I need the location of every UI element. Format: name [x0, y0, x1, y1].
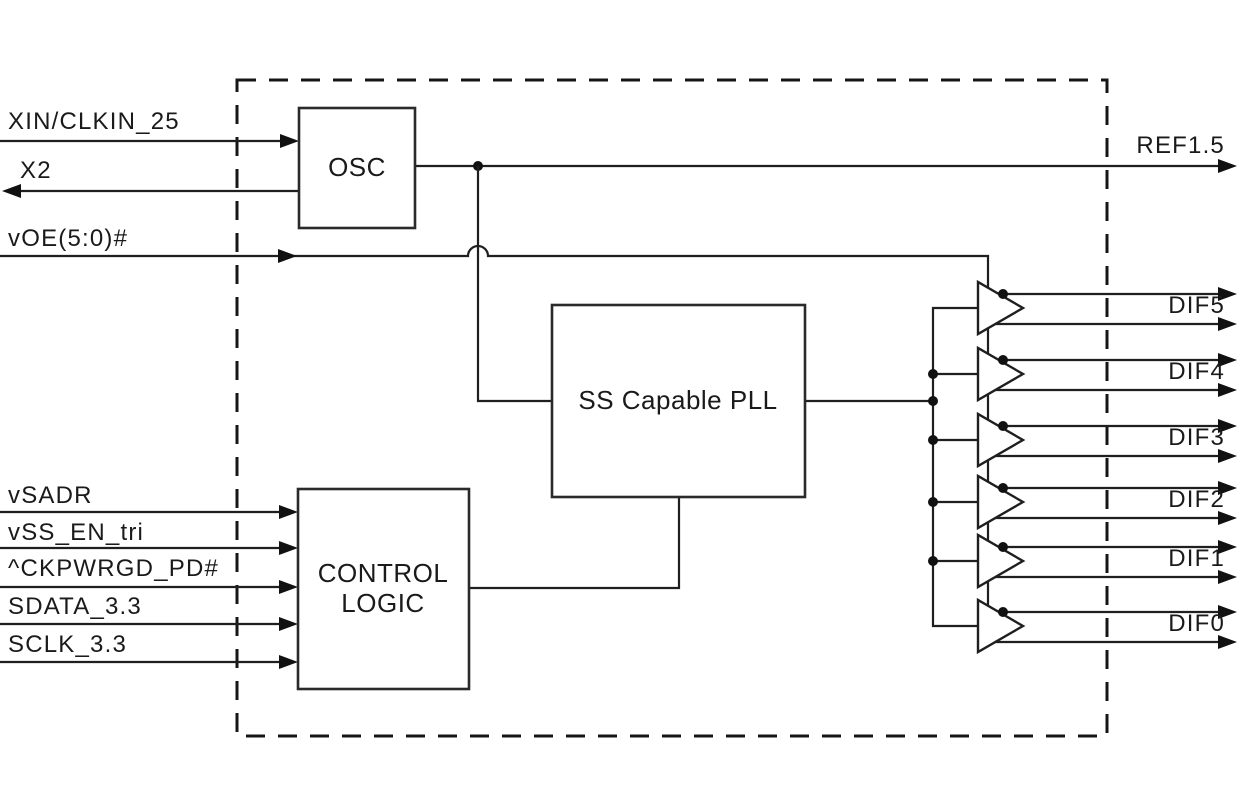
control-logic-block: CONTROL LOGIC [296, 487, 471, 691]
wire-sdata [0, 617, 298, 631]
pll-block-label: SS Capable PLL [578, 385, 777, 415]
wire-vss-en-tri [0, 541, 298, 555]
pin-label-xin: XIN/CLKIN_25 [8, 108, 180, 135]
arrowhead-icon [280, 134, 299, 148]
wire-voe-bus [0, 244, 990, 640]
dif-buffer: DIF5 [976, 279, 1237, 337]
wire-osc-to-ref [415, 159, 1237, 173]
osc-block: OSC [297, 106, 417, 230]
arrowhead-icon [1218, 287, 1237, 301]
junction-dot [928, 556, 938, 566]
pin-label-vsadr: vSADR [8, 482, 93, 509]
arrowhead-icon [279, 617, 298, 631]
pin-label-ckpwrgd: ^CKPWRGD_PD# [8, 555, 219, 582]
wire-clock-distribution-bus [928, 306, 978, 628]
arrowhead-icon [1218, 605, 1237, 619]
pin-label-x2: X2 [20, 157, 52, 184]
dif-buffer: DIF4 [976, 345, 1237, 403]
pin-label-dif0: DIF0 [1168, 610, 1225, 637]
arrowhead-icon [279, 541, 298, 555]
dif-buffer: DIF1 [976, 532, 1237, 590]
wire-xin-clkin [0, 134, 299, 148]
junction-dot [998, 607, 1008, 617]
junction-dot [998, 289, 1008, 299]
pin-label-ref: REF1.5 [1136, 132, 1225, 159]
pin-label-dif3: DIF3 [1168, 424, 1225, 451]
junction-dot [998, 421, 1008, 431]
arrowhead-icon [1218, 481, 1237, 495]
wire-vsadr [0, 505, 298, 519]
arrowhead-icon [1218, 570, 1237, 584]
wire-control-to-pll [469, 497, 681, 590]
junction-dot [928, 369, 938, 379]
junction-dot [998, 355, 1008, 365]
pll-block: SS Capable PLL [550, 303, 807, 499]
pin-label-dif1: DIF1 [1168, 545, 1225, 572]
pin-label-dif4: DIF4 [1168, 358, 1225, 385]
dif-buffer: DIF2 [976, 473, 1237, 531]
wire-ckpwrgd-pd [0, 580, 298, 594]
dif-buffer: DIF0 [976, 597, 1237, 655]
junction-dot [928, 497, 938, 507]
chip-boundary-dashed-box [235, 78, 1109, 738]
wire-osc-to-pll [476, 166, 552, 403]
wire-sclk [0, 655, 298, 669]
pin-label-dif5: DIF5 [1168, 292, 1225, 319]
arrowhead-icon [278, 249, 297, 263]
pin-label-sclk: SCLK_3.3 [8, 631, 127, 658]
control-logic-label-line2: LOGIC [341, 588, 424, 618]
dif-buffer: DIF3 [976, 411, 1237, 469]
arrowhead-icon [1218, 317, 1237, 331]
arrowhead-icon [1218, 383, 1237, 397]
arrowhead-icon [279, 505, 298, 519]
arrowhead-icon [279, 580, 298, 594]
arrowhead-icon [1218, 511, 1237, 525]
wire-x2 [2, 184, 299, 198]
arrowhead-icon [1218, 449, 1237, 463]
arrowhead-icon [1218, 540, 1237, 554]
arrowhead-icon [1218, 419, 1237, 433]
osc-block-label: OSC [328, 152, 386, 182]
arrowhead-icon [1218, 159, 1237, 173]
junction-dot [998, 542, 1008, 552]
pin-label-sdata: SDATA_3.3 [8, 593, 142, 620]
pin-label-vss-en: vSS_EN_tri [8, 519, 144, 546]
arrowhead-icon [1218, 635, 1237, 649]
arrowhead-icon [279, 655, 298, 669]
arrowhead-icon [2, 184, 21, 198]
pin-label-dif2: DIF2 [1168, 486, 1225, 513]
junction-dot [928, 435, 938, 445]
junction-dot [998, 483, 1008, 493]
junction-dot [928, 396, 938, 406]
pin-label-voe: vOE(5:0)# [8, 225, 128, 252]
arrowhead-icon [1218, 353, 1237, 367]
control-logic-label-line1: CONTROL [318, 558, 449, 588]
